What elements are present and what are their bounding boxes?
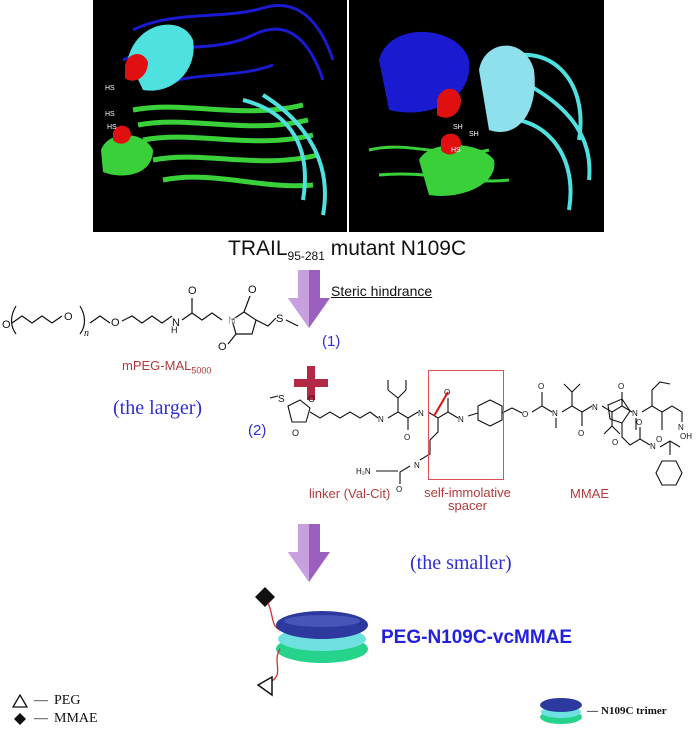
reagent1-size-label: (the larger) [113,397,203,419]
triangle-icon [12,694,28,708]
legend-item-trimer: — N109C trimer [538,696,667,726]
vcmmae-structure-tail: O N O OH [607,398,692,486]
sh-label-r1: SH [453,124,463,131]
svg-text:H: H [171,325,178,335]
linker-label: linker (Val-Cit) [309,486,391,501]
spacer-label-text: self-immolative spacer [424,485,511,513]
spacer-highlight-box [428,370,504,480]
svg-text:S: S [276,313,283,325]
svg-text:N: N [678,423,684,432]
sh-label-r2: SH [469,131,479,138]
svg-text:N: N [650,442,656,451]
legend-dash-2: — [34,711,48,726]
svg-text:N: N [228,315,236,327]
sh-label-1: HS [105,85,115,92]
svg-text:N: N [418,409,424,418]
surface-cyan-right [479,45,535,132]
condition-label: Steric hindrance [331,283,433,299]
product-name: PEG-N109C-vcMMAE [381,627,573,648]
mmae-label: MMAE [570,486,609,501]
svg-text:O: O [538,382,544,391]
reagent1-name-sub: 5000 [191,365,212,376]
sh-label-3: HS [107,124,117,131]
legend-label-mmae: MMAE [54,711,98,726]
trimer-shape [276,611,368,663]
svg-text:N: N [592,403,598,412]
reagent1-number: (1) [322,333,341,350]
cleavage-arrow [433,391,449,417]
svg-text:O: O [292,428,299,438]
peg-triangle-icon [256,675,273,697]
reagent2-size-label: (the smaller) [410,552,512,574]
sh-label-2: HS [105,111,115,118]
reagent1-name: mPEG-MAL5000 [122,358,211,376]
svg-text:O: O [218,341,227,350]
trimer-icon [540,698,582,724]
surface-red [125,54,148,81]
mpeg-mal-structure: O O n O H N O N O O S [2,284,299,350]
protein-structure-right: SH SH HS [349,0,604,232]
spacer-label: self-immolative spacer [420,486,515,512]
title-suffix: mutant N109C [324,237,467,260]
ribbon-cyan [242,93,327,216]
legend-dash-3: — [587,705,598,717]
svg-text:N: N [414,461,420,470]
svg-text:O: O [656,435,662,444]
svg-text:O: O [618,382,624,391]
svg-text:N: N [632,409,638,418]
title-subscript: 95-281 [287,249,325,264]
svg-text:O: O [612,438,618,447]
surface-cyan [128,24,194,91]
legend-dash: — [34,693,48,708]
svg-text:O: O [248,284,257,296]
svg-text:N: N [458,415,464,424]
sh-label-r3: HS [451,147,461,154]
surface-red-right-2 [441,133,461,155]
svg-text:O: O [578,429,584,438]
mmae-diamond-icon [255,587,275,607]
plus-sign [294,366,328,400]
surface-red-small [113,125,131,144]
svg-text:O: O [404,433,410,442]
legend-item-peg: — PEG [12,693,80,709]
svg-text:O: O [64,311,73,323]
svg-text:O: O [2,319,11,331]
diagram-title: TRAIL95-281 mutant N109C [228,237,466,263]
legend-label-peg: PEG [54,693,81,708]
protein-structure-left: HS HS HS [93,0,347,232]
svg-text:O: O [522,410,528,419]
svg-text:S: S [278,394,285,405]
svg-text:O: O [308,394,315,404]
peg-linker [271,648,281,682]
svg-text:OH: OH [680,432,692,441]
svg-text:O: O [111,317,120,329]
product-conjugate [255,587,368,697]
reagent2-number: (2) [248,422,267,439]
diamond-icon [14,713,26,725]
svg-text:N: N [552,409,558,418]
reaction-arrow-2 [288,524,330,582]
surface-red-right [437,88,461,118]
title-prefix: TRAIL [228,237,288,260]
svg-text:O: O [188,285,197,297]
svg-text:O: O [396,485,402,494]
legend-label-trimer: N109C trimer [601,705,667,717]
reagent1-name-prefix: mPEG-MAL [122,358,192,373]
surface-green [101,135,153,176]
reaction-arrow-1 [288,270,330,328]
svg-text:O: O [636,418,642,427]
svg-text:N: N [378,415,384,424]
svg-text:H₂N: H₂N [356,467,371,476]
svg-text:n: n [84,328,89,339]
svg-text:N: N [172,317,180,329]
legend-item-mmae: — MMAE [12,711,98,727]
surface-green-right [419,145,495,196]
